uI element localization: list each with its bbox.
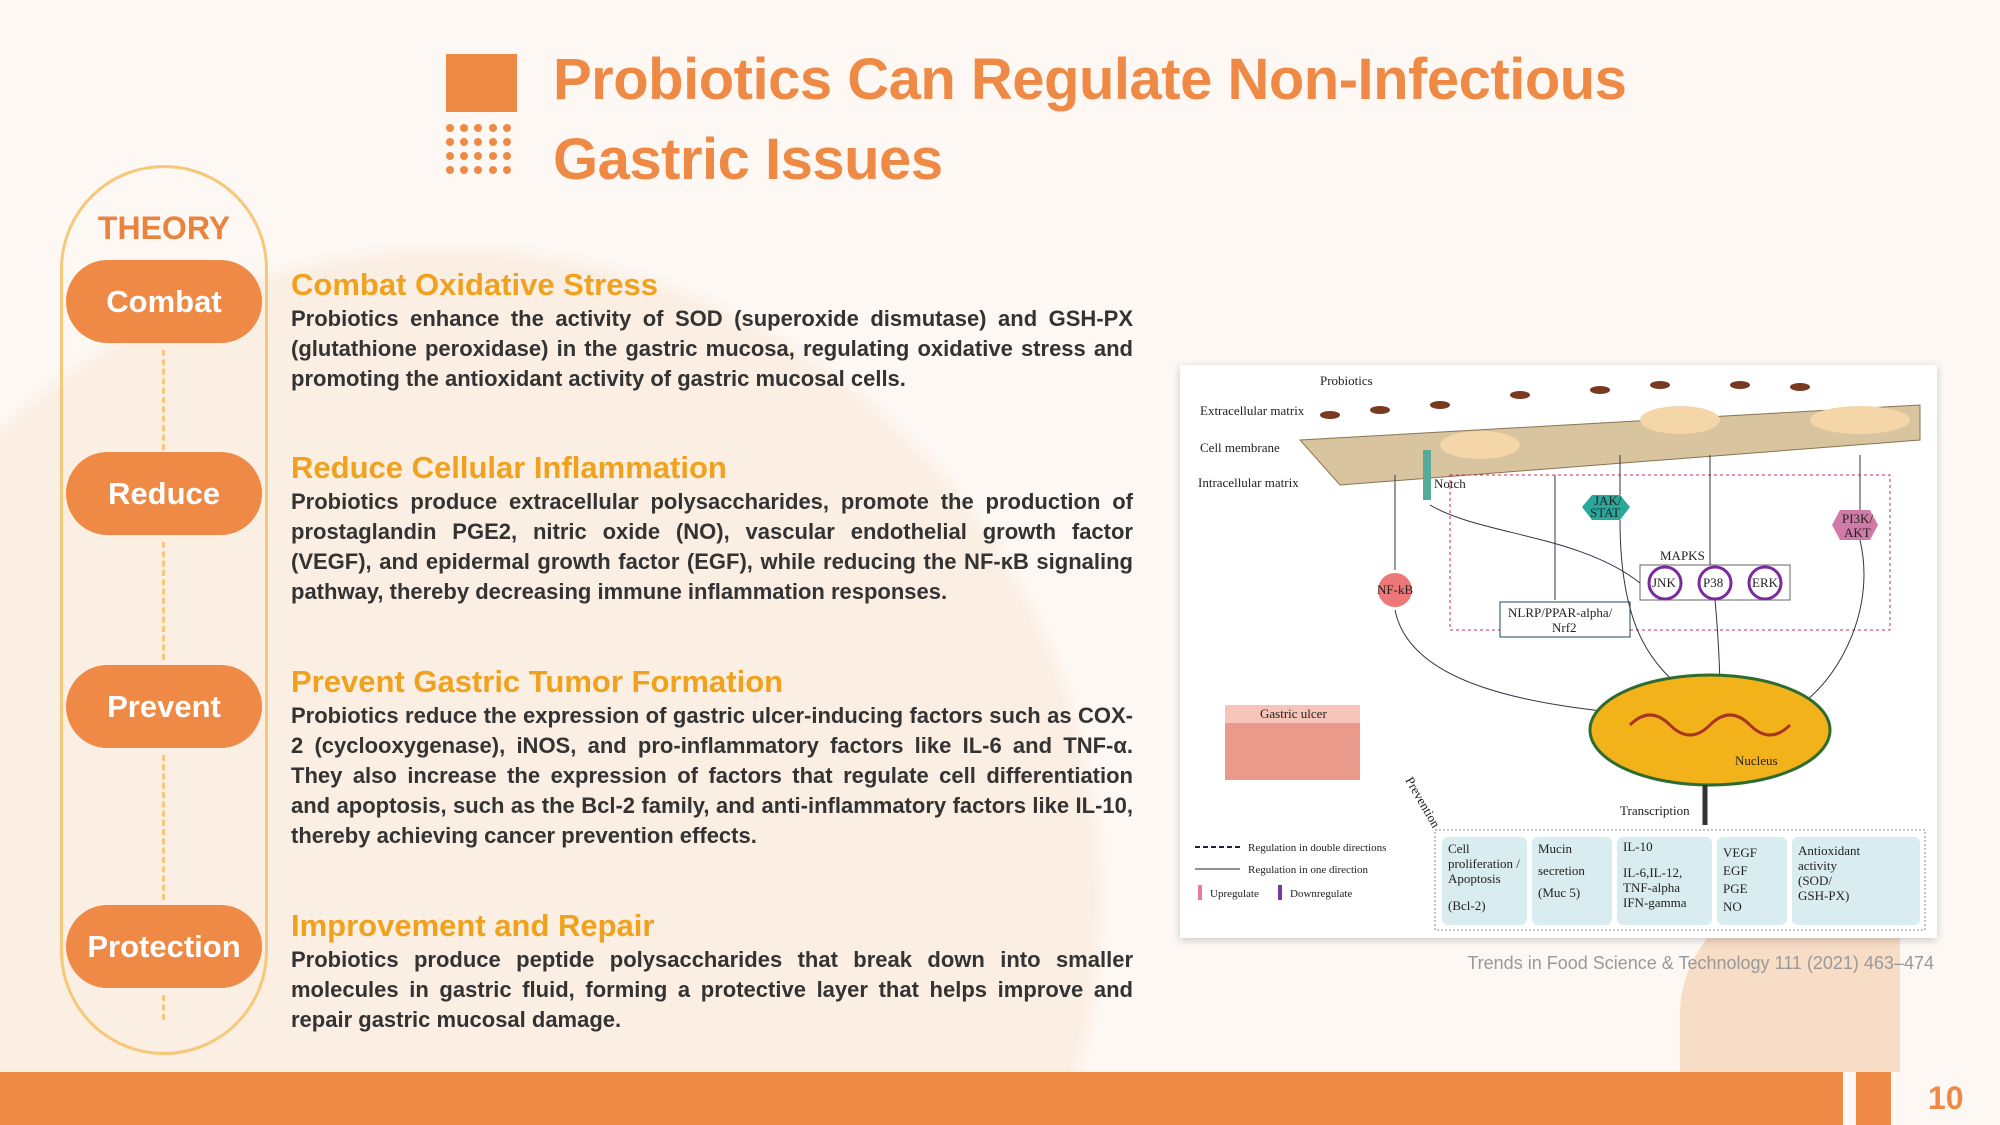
protection-button[interactable]: Protection (66, 905, 262, 988)
reduce-button[interactable]: Reduce (66, 452, 262, 535)
diagram-label: IFN-gamma (1623, 895, 1687, 910)
diagram-label: Upregulate (1210, 888, 1259, 900)
diagram-label: IL-6,IL-12, (1623, 865, 1682, 880)
pathway-diagram: Probiotics Extracellular matrix Cell mem… (1180, 365, 1937, 938)
citation: Trends in Food Science & Technology 111 … (1467, 953, 1934, 973)
diagram-label: Transcription (1620, 803, 1690, 818)
prevent-button[interactable]: Prevent (66, 665, 262, 748)
diagram-label: Downregulate (1290, 888, 1352, 900)
theory-label: THEORY (97, 210, 231, 246)
diagram-label: VEGF (1723, 845, 1757, 860)
diagram-label: Notch (1434, 476, 1466, 491)
diagram-label: Cell membrane (1200, 440, 1280, 455)
title-line-2: Gastric Issues (553, 127, 943, 192)
diagram-label: JNK (1652, 575, 1676, 590)
page-number: 10 (1928, 1080, 1964, 1116)
divider (162, 350, 165, 450)
divider (162, 755, 165, 900)
section-body: Probiotics produce extracellular polysac… (291, 489, 1133, 604)
title-dots-decoration (446, 124, 517, 174)
diagram-label: Extracellular matrix (1200, 403, 1305, 418)
divider (162, 542, 165, 660)
cell-membrane-layer (1298, 404, 1921, 486)
diagram-label: Regulation in double directions (1248, 842, 1386, 854)
diagram-label: Intracellular matrix (1198, 475, 1299, 490)
diagram-label: Prevention (1402, 774, 1443, 831)
diagram-label: Regulation in one direction (1248, 864, 1369, 876)
diagram-label: EGF (1723, 863, 1748, 878)
title-line-1: Probiotics Can Regulate Non-Infectious (553, 47, 1627, 112)
diagram-label: MAPKS (1660, 548, 1705, 563)
diagram-label: PI3K/ (1842, 511, 1873, 526)
diagram-label: (Bcl-2) (1448, 898, 1486, 913)
diagram-label: activity (1798, 858, 1837, 873)
section-heading: Reduce Cellular Inflammation (291, 450, 727, 485)
footer-bar (0, 1072, 1843, 1125)
diagram-label: PGE (1723, 881, 1748, 896)
section-heading: Combat Oxidative Stress (291, 267, 658, 302)
section-heading: Prevent Gastric Tumor Formation (291, 664, 784, 699)
diagram-label: (Muc 5) (1538, 885, 1580, 900)
diagram-label: Gastric ulcer (1260, 706, 1327, 721)
theory-outline (60, 165, 268, 1055)
footer-bar-accent (1856, 1072, 1891, 1125)
section-heading: Improvement and Repair (291, 908, 655, 943)
diagram-label: Apoptosis (1448, 871, 1501, 886)
title-square-decoration (446, 54, 517, 112)
divider (162, 995, 165, 1020)
diagram-label: Probiotics (1320, 373, 1373, 388)
legend: Regulation in double directions Regulati… (1195, 842, 1386, 900)
section-body: Probiotics enhance the activity of SOD (… (291, 306, 1133, 391)
diagram-label: secretion (1538, 863, 1585, 878)
diagram-label: NLRP/PPAR-alpha/ (1508, 605, 1613, 620)
diagram-label: TNF-alpha (1623, 880, 1680, 895)
diagram-label: (SOD/ (1798, 873, 1832, 888)
combat-button[interactable]: Combat (66, 260, 262, 343)
section-body: Probiotics produce peptide polysaccharid… (291, 947, 1133, 1032)
diagram-label: STAT (1590, 505, 1620, 520)
diagram-label: NF-kB (1377, 582, 1413, 597)
diagram-label: NO (1723, 899, 1742, 914)
diagram-label: Nucleus (1735, 753, 1778, 768)
diagram-label: Mucin (1538, 841, 1572, 856)
diagram-label: IL-10 (1623, 839, 1653, 854)
diagram-label: Antioxidant (1798, 843, 1860, 858)
diagram-label: Nrf2 (1552, 620, 1577, 635)
diagram-label: JAK/ (1594, 493, 1622, 508)
diagram-label: proliferation / (1448, 856, 1520, 871)
diagram-label: Cell (1448, 841, 1470, 856)
section-body: Probiotics reduce the expression of gast… (291, 703, 1133, 848)
diagram-label: GSH-PX) (1798, 888, 1849, 903)
diagram-label: ERK (1752, 575, 1779, 590)
diagram-label: P38 (1703, 575, 1723, 590)
diagram-label: AKT (1844, 525, 1871, 540)
probiotics-bacteria (1320, 381, 1810, 419)
